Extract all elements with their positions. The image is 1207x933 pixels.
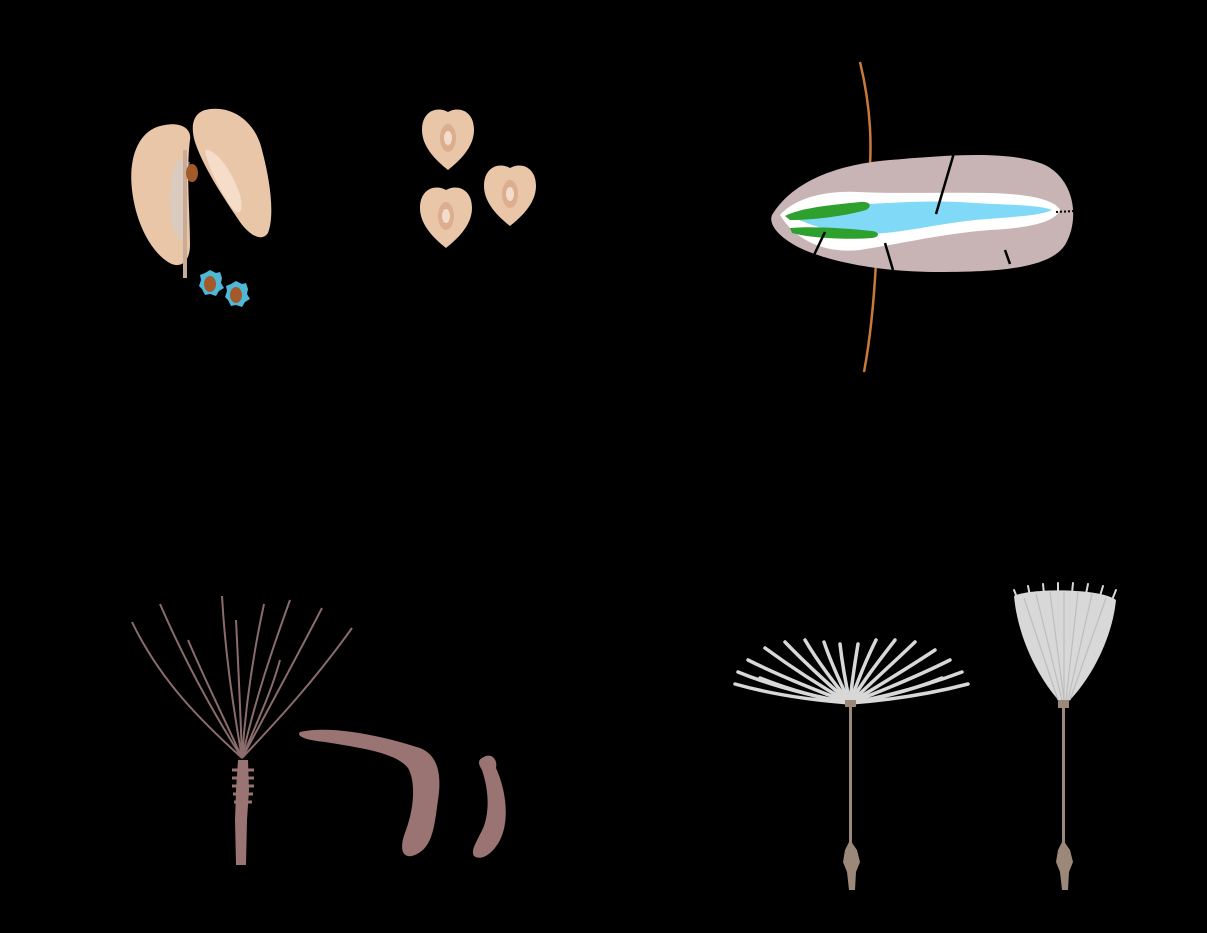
pappus-node — [845, 700, 856, 707]
filament — [183, 150, 187, 278]
seed-beak — [1062, 707, 1065, 855]
seed-beak — [849, 706, 852, 854]
pollen-sac — [186, 164, 198, 182]
pappus-node — [1058, 700, 1069, 708]
